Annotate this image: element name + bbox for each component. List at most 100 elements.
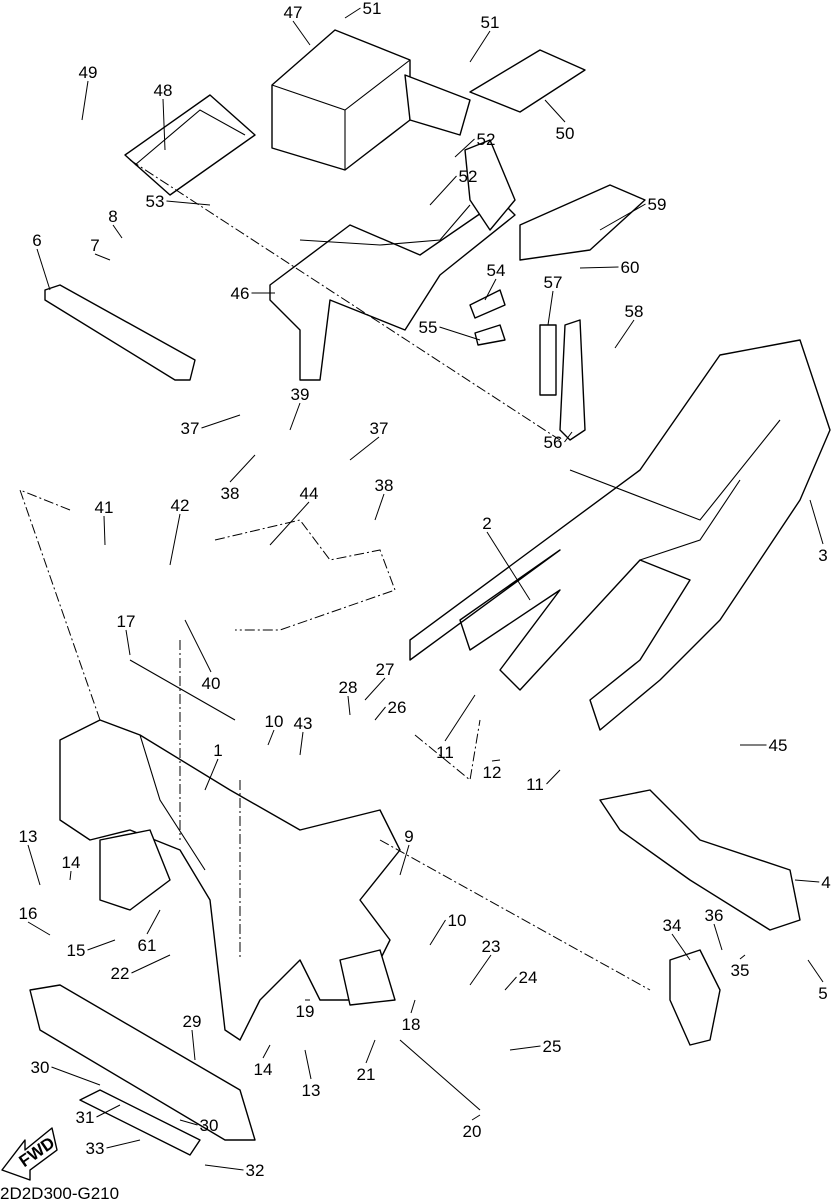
callout-52: 52 xyxy=(459,167,478,186)
callout-leader xyxy=(809,499,824,545)
callout-29: 29 xyxy=(183,1012,202,1031)
guard xyxy=(669,949,721,1046)
callout-leader xyxy=(471,1114,481,1121)
callout-leader xyxy=(374,706,386,721)
callout-23: 23 xyxy=(482,937,501,956)
callout-35: 35 xyxy=(731,961,750,980)
tray xyxy=(124,94,256,196)
callout-leader xyxy=(292,20,311,46)
callout-leader xyxy=(429,175,457,206)
callout-58: 58 xyxy=(625,302,644,321)
callout-leader xyxy=(374,493,385,521)
callout-11: 11 xyxy=(526,775,544,794)
callout-leader xyxy=(299,731,304,756)
callout-30: 30 xyxy=(200,1116,219,1135)
callout-leader xyxy=(204,1164,244,1171)
callout-leader xyxy=(739,954,746,960)
callout-leader xyxy=(546,769,561,785)
callout-leader xyxy=(69,870,72,881)
callout-leader xyxy=(87,939,116,951)
callout-50: 50 xyxy=(556,124,575,143)
callout-leader xyxy=(204,758,219,791)
callout-17: 17 xyxy=(117,612,136,631)
main-frame xyxy=(59,719,401,1041)
callout-leader xyxy=(201,414,241,429)
callout-16: 16 xyxy=(19,904,38,923)
callout-leader xyxy=(184,619,212,673)
callout-30: 30 xyxy=(31,1058,50,1077)
callout-leader xyxy=(179,1119,198,1126)
callout-leader xyxy=(169,513,181,566)
plate xyxy=(519,184,646,261)
callout-10: 10 xyxy=(448,911,467,930)
callout-15: 15 xyxy=(67,941,86,960)
callout-39: 39 xyxy=(291,385,310,404)
callout-leader xyxy=(564,431,573,443)
callout-leader xyxy=(504,976,517,991)
callout-leader xyxy=(807,959,824,983)
callout-leader xyxy=(267,729,275,746)
callout-4: 4 xyxy=(821,873,830,892)
callout-leader xyxy=(365,1039,376,1064)
callout-24: 24 xyxy=(519,968,538,987)
callout-7: 7 xyxy=(90,236,99,255)
callout-leader xyxy=(439,326,481,341)
callout-51: 51 xyxy=(363,0,382,18)
callout-13: 13 xyxy=(19,827,38,846)
callout-leader xyxy=(454,138,475,158)
callout-46: 46 xyxy=(231,284,250,303)
callout-leader xyxy=(27,844,41,886)
callout-14: 14 xyxy=(254,1060,273,1079)
callout-leader xyxy=(96,1104,121,1118)
callout-leader xyxy=(304,1049,312,1080)
callout-5: 5 xyxy=(818,984,827,1003)
callout-18: 18 xyxy=(402,1015,421,1034)
callout-52: 52 xyxy=(477,130,496,149)
callout-leader xyxy=(547,290,554,326)
callout-leader xyxy=(410,999,416,1014)
callout-leader xyxy=(349,436,380,461)
callout-leader xyxy=(509,1045,541,1051)
stay xyxy=(559,319,586,441)
rear-frame xyxy=(409,339,831,731)
callout-leader xyxy=(469,30,491,63)
callout-leader xyxy=(429,919,446,946)
callout-19: 19 xyxy=(296,1002,315,1021)
callout-leader xyxy=(166,200,211,206)
callout-54: 54 xyxy=(487,261,506,280)
callout-leader xyxy=(27,921,51,936)
callout-25: 25 xyxy=(543,1037,562,1056)
bracket-assembly xyxy=(269,139,516,381)
callout-leader xyxy=(794,879,820,883)
callout-55: 55 xyxy=(419,318,438,337)
callout-3: 3 xyxy=(818,546,827,565)
callout-leader xyxy=(347,695,351,716)
callout-leader xyxy=(36,248,51,291)
callout-11: 11 xyxy=(436,743,454,762)
callout-14: 14 xyxy=(62,853,81,872)
callout-leader xyxy=(544,99,566,123)
callout-48: 48 xyxy=(154,81,173,100)
callout-leader xyxy=(469,954,492,986)
footrest-bracket xyxy=(599,789,801,931)
callout-leader xyxy=(229,454,256,483)
callout-leader xyxy=(103,515,106,546)
callout-47: 47 xyxy=(284,3,303,22)
callout-22: 22 xyxy=(111,964,130,983)
callout-21: 21 xyxy=(357,1065,376,1084)
callout-13: 13 xyxy=(302,1081,321,1100)
callout-45: 45 xyxy=(769,736,788,755)
callout-37: 37 xyxy=(370,419,389,438)
callout-leader xyxy=(399,844,410,876)
bar xyxy=(44,284,196,381)
callout-27: 27 xyxy=(376,660,395,679)
callout-leader xyxy=(599,203,646,231)
callout-leader xyxy=(484,278,497,301)
callout-leader xyxy=(125,629,131,656)
callout-38: 38 xyxy=(375,476,394,495)
callout-leader xyxy=(289,402,301,431)
callout-6: 6 xyxy=(32,231,41,250)
plate-outline xyxy=(214,519,396,631)
